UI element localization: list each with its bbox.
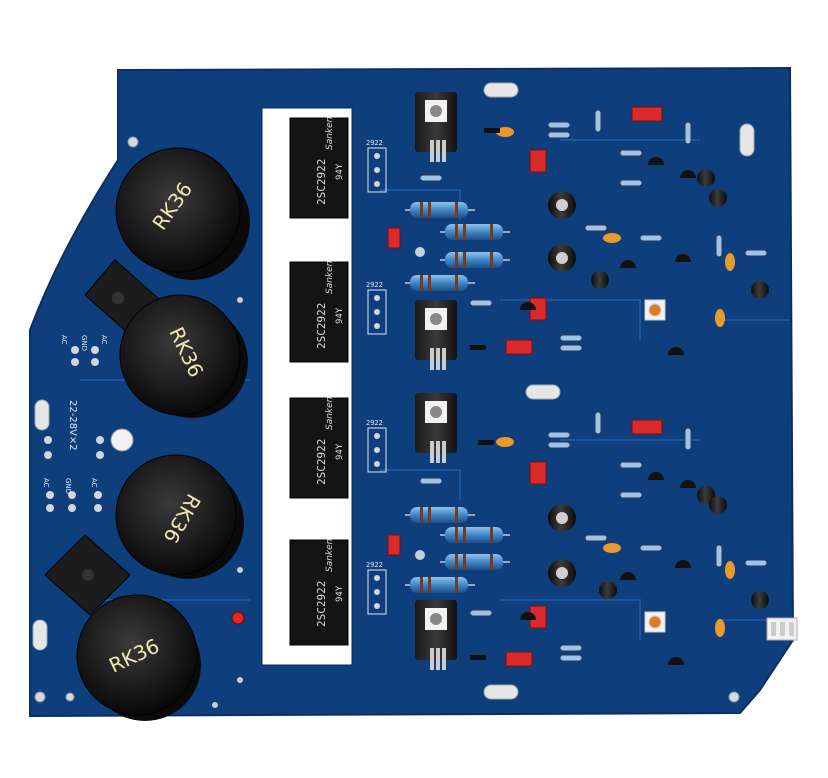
ac-label: AC (90, 478, 98, 488)
power-transistor: Sanken 2SC2922 94Y (289, 396, 349, 499)
svg-text:2SC2922: 2SC2922 (315, 159, 328, 205)
filter-capacitor: RK36 (115, 454, 244, 579)
trim-potentiometers (644, 299, 666, 633)
svg-text:94Y: 94Y (335, 307, 345, 324)
small-transistors (520, 157, 696, 665)
mounting-holes (34, 136, 740, 703)
driver-labels: 2922 2922 2922 2922 (366, 139, 383, 569)
svg-text:2922: 2922 (366, 139, 383, 147)
svg-text:2SC2922: 2SC2922 (315, 303, 328, 349)
driver-heatsink (415, 393, 457, 463)
svg-text:94Y: 94Y (335, 443, 345, 460)
resistor-bands (420, 202, 493, 593)
svg-text:94Y: 94Y (335, 585, 345, 602)
led (231, 611, 245, 625)
diodes (470, 128, 500, 660)
transistor-pads (367, 147, 387, 615)
gnd-label: GND (64, 478, 72, 494)
driver-heatsink (415, 300, 457, 370)
small-resistors (419, 109, 768, 662)
orange-capacitors (496, 127, 735, 637)
ac-label: AC (60, 335, 68, 345)
svg-text:Sanken: Sanken (325, 260, 335, 294)
svg-text:2922: 2922 (366, 281, 383, 289)
driver-heatsink (415, 92, 457, 162)
driver-heatsink (415, 600, 457, 670)
filter-capacitor: RK36 (76, 594, 201, 721)
power-transistor: Sanken 2SC2922 94Y (289, 538, 349, 646)
svg-text:Sanken: Sanken (325, 116, 335, 150)
svg-text:2SC2922: 2SC2922 (315, 581, 328, 627)
misc-pads (212, 247, 425, 708)
svg-text:2922: 2922 (366, 561, 383, 569)
small-capacitors (548, 169, 769, 609)
mounting-slots (32, 82, 755, 700)
input-connector (766, 617, 798, 641)
power-resistors (405, 202, 510, 593)
filter-capacitor: RK36 (119, 294, 248, 418)
ac-label: AC (42, 478, 50, 488)
svg-text:Sanken: Sanken (325, 538, 335, 572)
svg-text:2SC2922: 2SC2922 (315, 439, 328, 485)
filter-capacitor: RK36 (115, 147, 250, 280)
power-transistor: Sanken 2SC2922 94Y (289, 116, 349, 219)
large-hole (110, 428, 134, 452)
power-transistor: Sanken 2SC2922 94Y (289, 260, 349, 363)
power-rating-label: 22-28V×2 (67, 400, 78, 451)
power-input-pads (44, 346, 104, 512)
gnd-label: GND (80, 335, 88, 351)
ac-label: AC (100, 335, 108, 345)
bridge-rectifier (44, 534, 131, 616)
red-capacitors (387, 106, 663, 667)
svg-text:Sanken: Sanken (325, 396, 335, 430)
svg-text:2922: 2922 (366, 419, 383, 427)
svg-text:94Y: 94Y (335, 163, 345, 180)
